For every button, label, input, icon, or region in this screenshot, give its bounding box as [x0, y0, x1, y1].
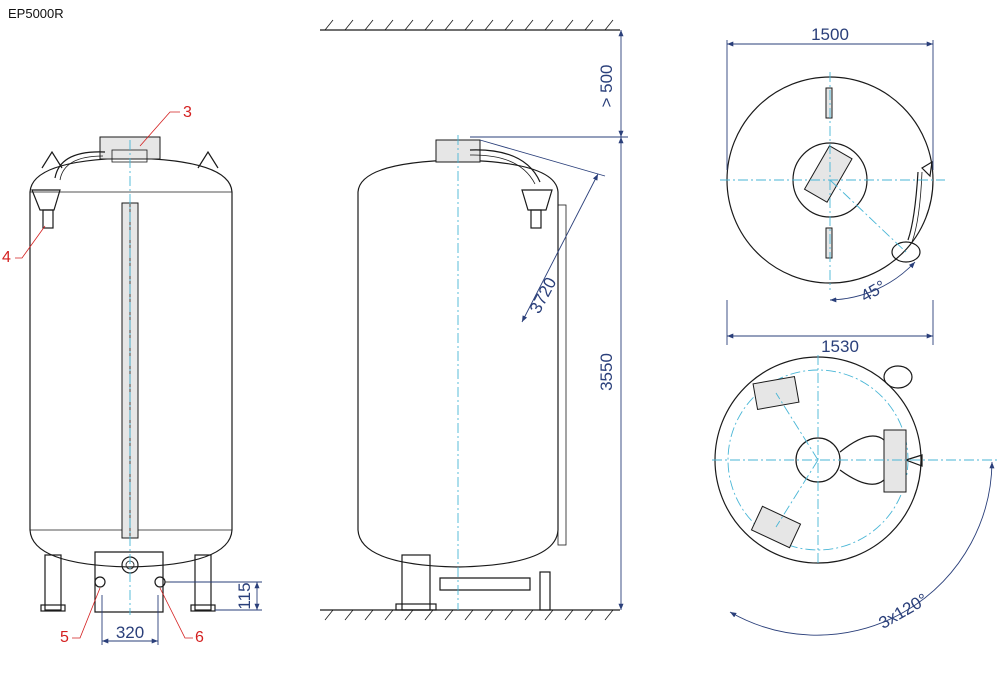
dim-total-height: 3550: [597, 353, 616, 391]
dim-top-diameter: 1500: [811, 25, 849, 44]
outlet-5: [94, 576, 106, 588]
dim-bottom-diameter: 1530: [821, 337, 859, 356]
callout-3: 3: [183, 104, 192, 121]
lifting-lug-right: [197, 150, 219, 169]
dim-angle-3x120: 3x120°: [875, 590, 931, 633]
dim-outlet-height: 115: [235, 582, 254, 609]
callout-4: 4: [2, 249, 11, 266]
callout-6: 6: [195, 629, 204, 646]
bottom-view: 1530 3x120°: [712, 300, 998, 636]
front-view: 320 115 3 4 5 6: [2, 104, 262, 646]
top-view: 1500 45°: [720, 25, 945, 306]
front-pipe: [54, 151, 106, 179]
lifting-lug-left: [41, 150, 63, 169]
drawing-title: EP5000R: [8, 6, 64, 21]
dim-diagonal: 3720: [526, 274, 561, 316]
base-skirt: [94, 551, 164, 613]
side-drain-pipe: [439, 577, 531, 591]
side-view: > 500 3550 3720: [320, 19, 628, 621]
dim-clearance-top: > 500: [597, 64, 616, 107]
callout-5: 5: [60, 629, 69, 646]
nozzle-valve: [31, 189, 61, 211]
dim-base-width: 320: [116, 623, 144, 642]
dim-angle-45: 45°: [857, 277, 889, 306]
